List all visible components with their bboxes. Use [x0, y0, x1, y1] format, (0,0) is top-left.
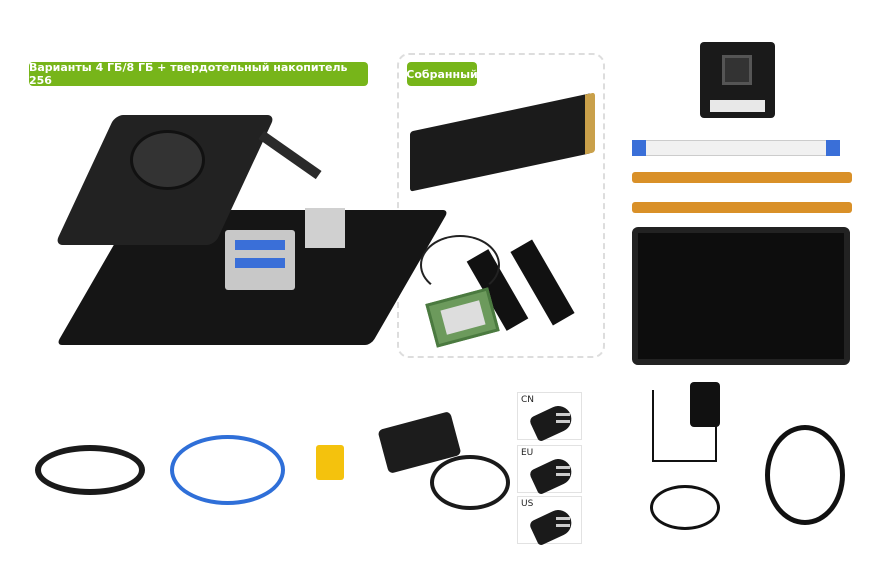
micro-usb-cable — [650, 485, 720, 530]
product-detail — [632, 140, 646, 156]
developer-kit-board — [35, 110, 449, 360]
power-cord — [430, 455, 510, 510]
product-detail — [722, 55, 752, 85]
assembled-label: Собранный — [406, 62, 478, 86]
usb-cable — [35, 445, 145, 495]
jumper — [316, 445, 344, 480]
product-detail — [710, 100, 765, 112]
product-detail — [235, 240, 285, 250]
ethernet-port — [305, 208, 345, 248]
adapter-cable — [652, 390, 717, 462]
ethernet-cable — [170, 435, 285, 505]
flex-cable — [632, 202, 852, 213]
flex-cable — [632, 172, 852, 183]
plug-us: US — [517, 496, 582, 547]
plug-eu: EU — [517, 445, 582, 496]
variants-label: Варианты 4 ГБ/8 ГБ + твердотельный накоп… — [29, 61, 368, 87]
plug-label-eu: EU — [521, 448, 534, 458]
plug-cn: CN — [517, 392, 582, 443]
plug-label-cn: CN — [521, 395, 535, 405]
usb-ports — [225, 230, 295, 290]
assembled-group-frame — [397, 53, 605, 358]
hdmi-cable — [765, 425, 845, 525]
ribbon-cable — [632, 140, 840, 156]
product-detail — [826, 140, 840, 156]
product-detail — [130, 130, 205, 190]
plug-label-us: US — [521, 499, 534, 509]
touch-display — [632, 227, 850, 365]
antenna-cable — [420, 235, 500, 295]
gpio-header — [258, 130, 322, 180]
